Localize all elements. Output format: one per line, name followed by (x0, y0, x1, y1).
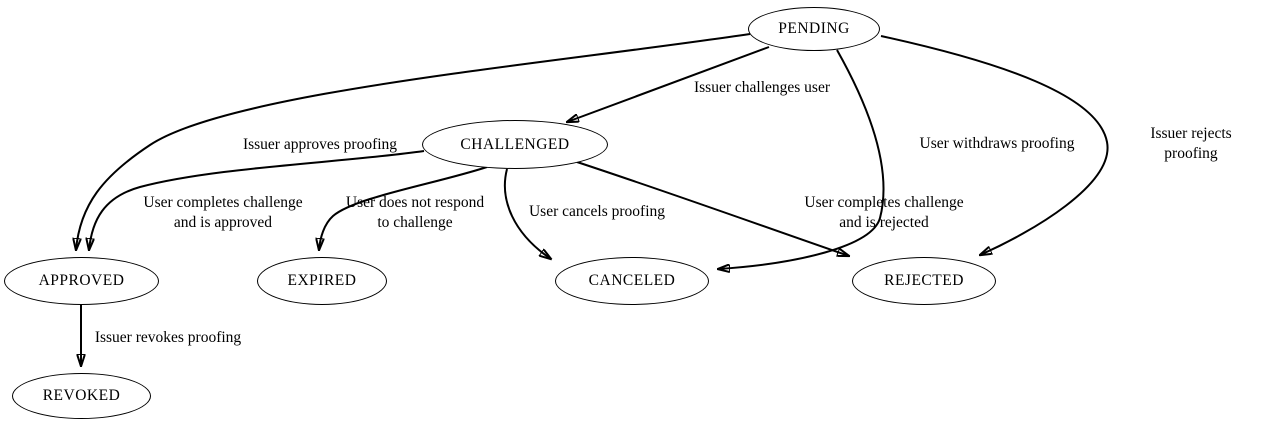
node-revoked-label: REVOKED (42, 387, 121, 404)
node-revoked: REVOKED (12, 373, 151, 419)
node-approved-label: APPROVED (38, 272, 125, 289)
edge-label-approved-revoked: Issuer revokes proofing (94, 329, 242, 346)
node-expired: EXPIRED (257, 257, 387, 305)
node-approved: APPROVED (4, 257, 159, 305)
node-rejected: REJECTED (852, 257, 996, 305)
edge-label-challenged-expired: User does not respond to challenge (345, 194, 485, 231)
node-expired-label: EXPIRED (287, 272, 357, 289)
edge-label-pending-rejected: Issuer rejects proofing (1150, 125, 1232, 162)
edge-pending-to-rejected (880, 35, 1109, 255)
node-rejected-label: REJECTED (884, 272, 964, 289)
edge-pending-to-approved (76, 33, 751, 250)
edge-pending-to-challenged (567, 46, 770, 122)
node-challenged: CHALLENGED (422, 120, 608, 169)
edge-label-challenged-approved: User completes challenge and is approved (143, 194, 303, 231)
edge-label-pending-challenged: Issuer challenges user (693, 79, 831, 96)
edge-pending-to-canceled (718, 49, 885, 269)
edge-label-pending-approved: Issuer approves proofing (242, 136, 398, 153)
edge-challenged-to-rejected (576, 161, 849, 256)
edge-label-challenged-rejected: User completes challenge and is rejected (804, 194, 964, 231)
edge-label-challenged-canceled: User cancels proofing (528, 203, 666, 220)
node-canceled-label: CANCELED (588, 272, 676, 289)
node-challenged-label: CHALLENGED (460, 135, 570, 153)
edge-challenged-to-approved (89, 150, 425, 250)
node-pending-label: PENDING (778, 20, 850, 37)
node-canceled: CANCELED (555, 257, 709, 305)
edge-challenged-to-canceled (503, 168, 551, 259)
node-pending: PENDING (748, 7, 880, 51)
edge-challenged-to-expired (319, 166, 488, 250)
edge-label-pending-canceled: User withdraws proofing (919, 135, 1075, 152)
